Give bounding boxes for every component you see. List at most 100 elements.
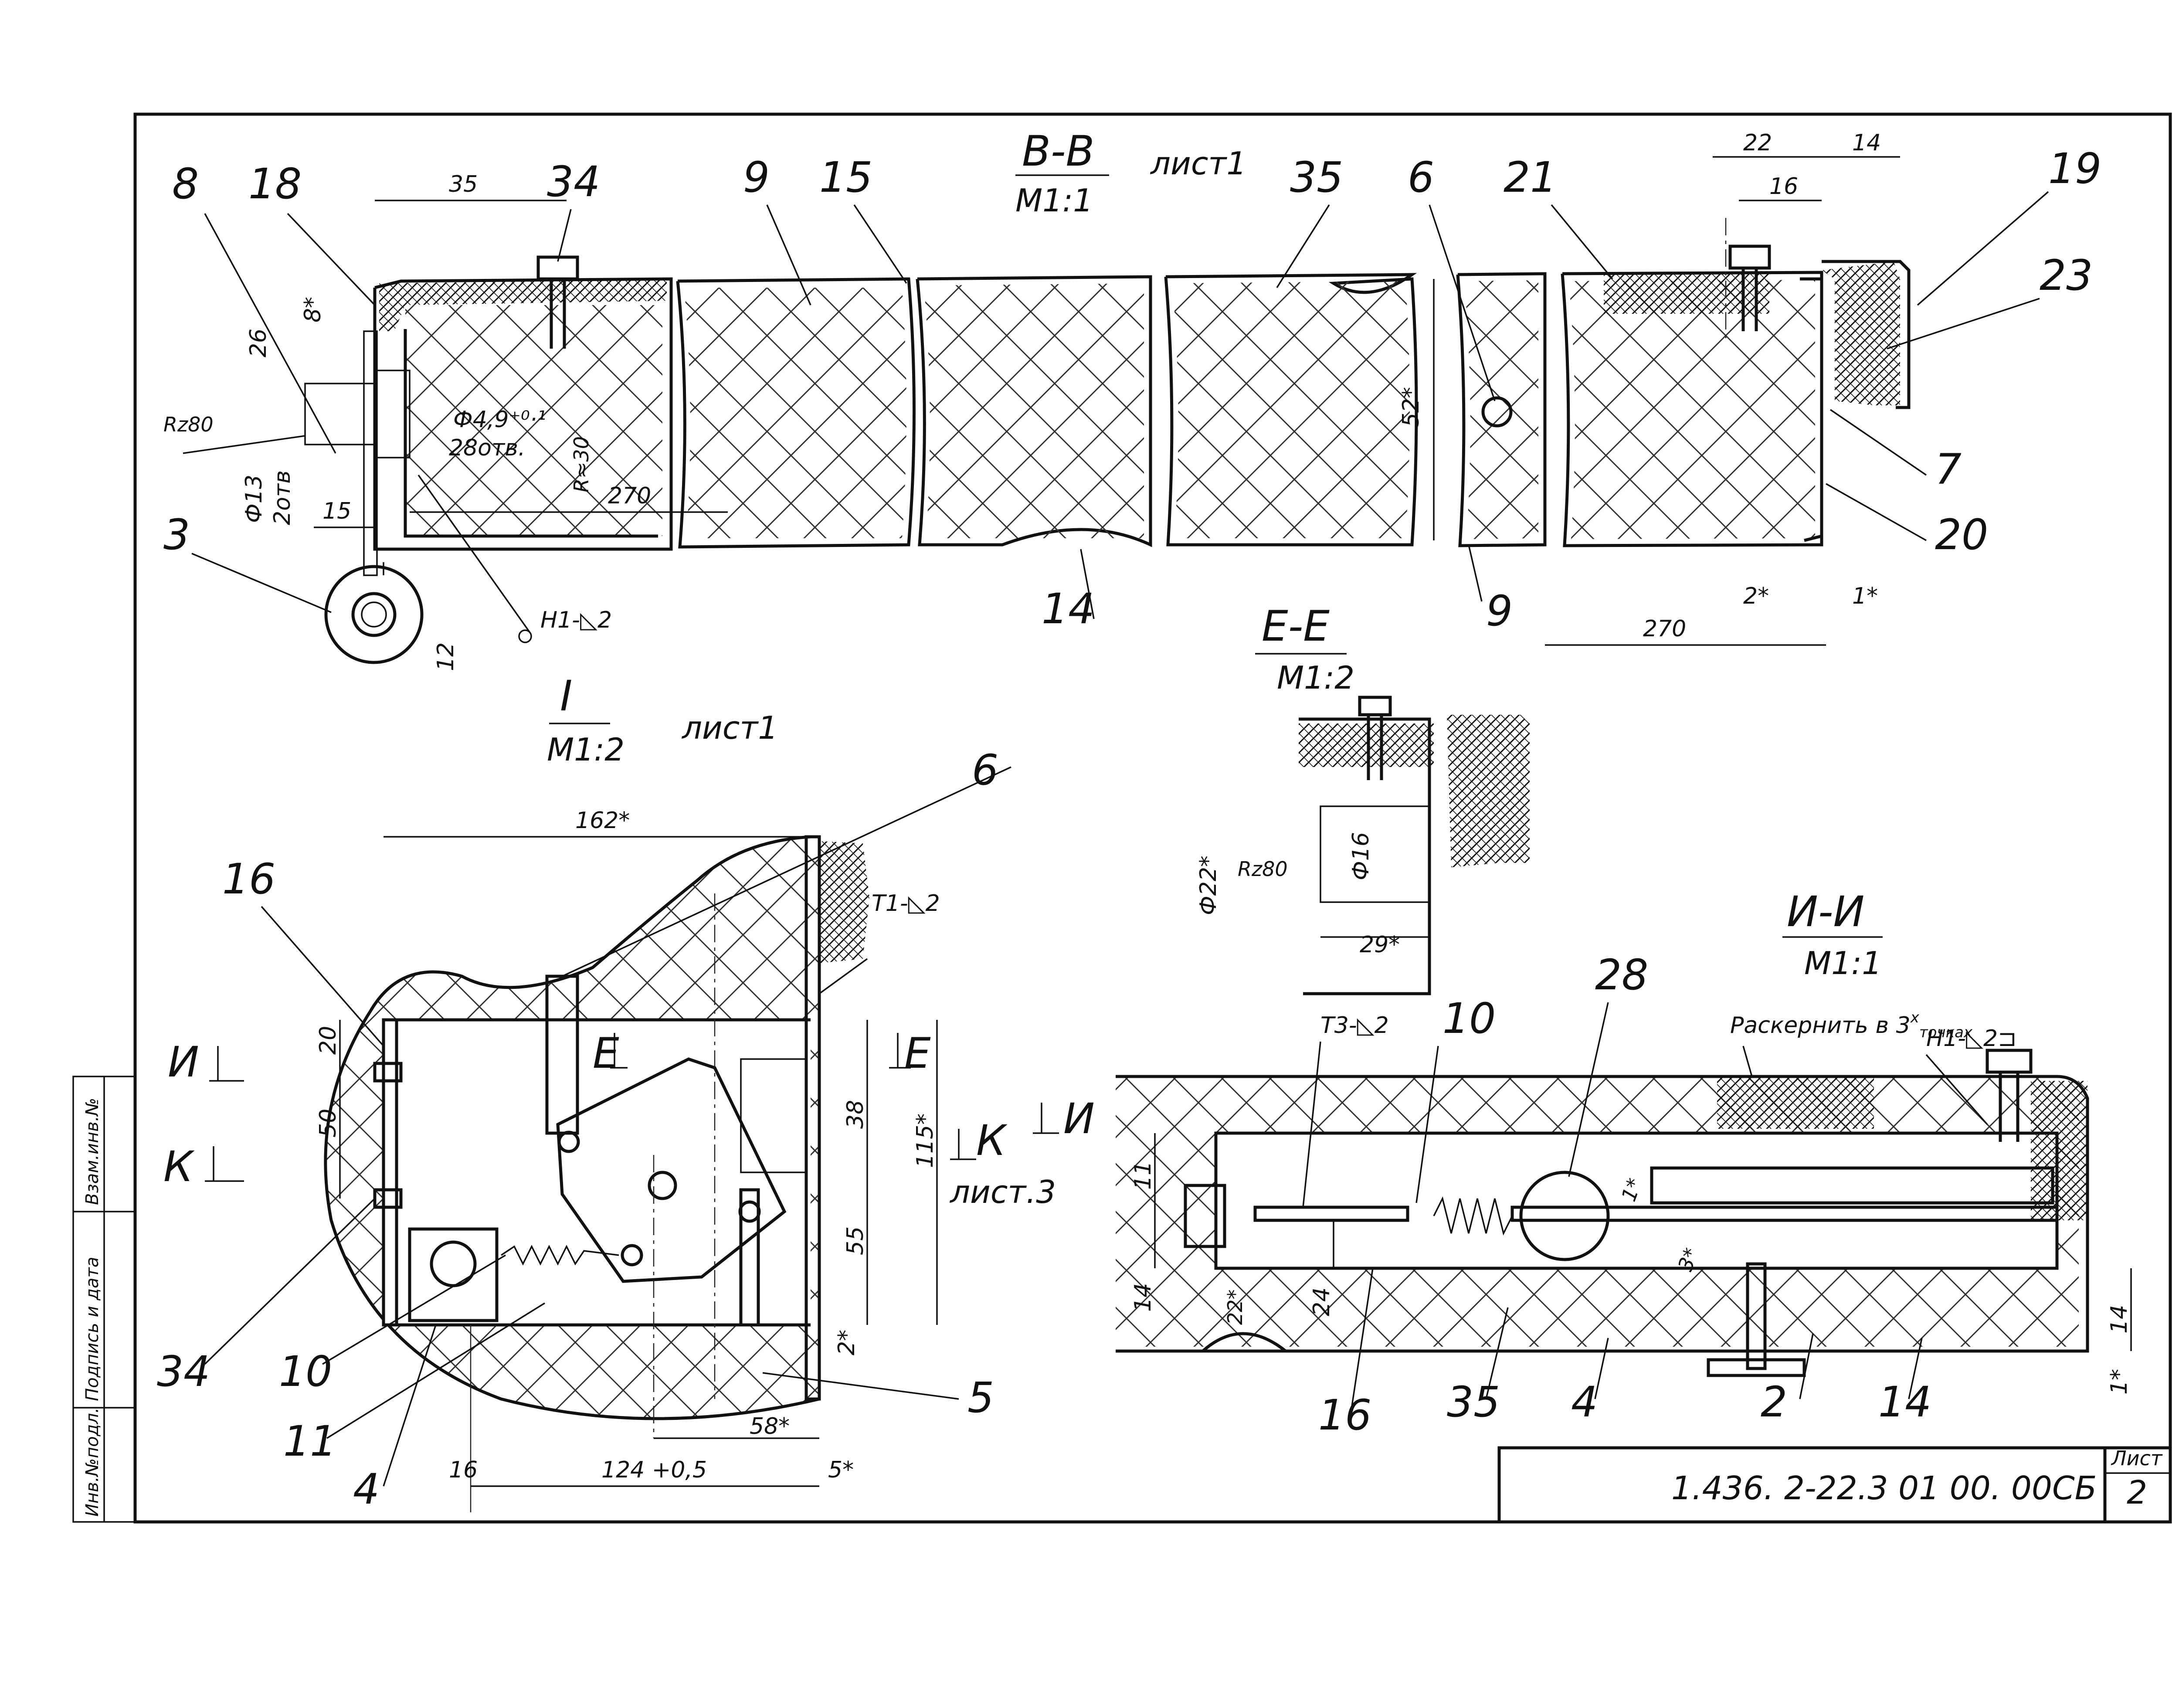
dim-14-top: 14 [1852, 130, 1881, 156]
callout-14-top: 14 [1042, 584, 1095, 633]
callout-16-i: 16 [222, 855, 275, 903]
callout-10-ii: 10 [1442, 994, 1496, 1043]
mark-k-left: К [163, 1142, 195, 1191]
dim-28-holes: 28отв. [449, 435, 525, 461]
view-i-callouts: 6 16 34 10 11 4 5 [157, 746, 1011, 1514]
section-ee-scale: М1:2 [1277, 659, 1354, 696]
section-ii-dimensions: 11 14 22* 24 1* 3* 14 1* Т3-◺2 Н1-◺2⊐ Ра… [1130, 1009, 2132, 1395]
callout-18: 18 [248, 160, 302, 208]
weld-h1-ii: Н1-◺2⊐ [1926, 1025, 2017, 1052]
callout-2-ii: 2 [1761, 1378, 1787, 1426]
section-ii-callouts: 10 28 16 35 4 2 14 [1318, 951, 1931, 1440]
callout-34-top-left: 34 [547, 157, 600, 206]
section-ee-title: Е-Е [1262, 602, 1330, 651]
dim-hole-dia: Ф4,9⁺⁰·¹ [453, 407, 546, 433]
mark-i-right: И [1063, 1094, 1095, 1143]
mark-sheet3: лист.3 [949, 1174, 1056, 1210]
dim-2-star: 2* [1743, 583, 1769, 609]
section-bb: В-В М1:1 лист1 [304, 127, 1911, 664]
stamp-replace-inv: Взам.инв.№ [82, 1098, 102, 1205]
dim-ee-dia22: Ф22* [1195, 856, 1222, 915]
weld-t3: Т3-◺2 [1320, 1012, 1389, 1039]
drawing-frame [133, 112, 2172, 1524]
mark-k-right: К [976, 1116, 1008, 1165]
mark-e-right: Е [904, 1029, 931, 1078]
callout-35: 35 [1290, 153, 1343, 202]
dim-35: 35 [449, 171, 478, 197]
dim-ii-11: 11 [1130, 1161, 1156, 1190]
dim-i-50: 50 [315, 1109, 341, 1138]
mark-e: Е [593, 1029, 619, 1078]
mark-i-left: И [168, 1038, 199, 1087]
callout-4-ii: 4 [1571, 1378, 1598, 1426]
callout-35-ii: 35 [1447, 1378, 1500, 1426]
callout-14-ii: 14 [1878, 1378, 1931, 1426]
view-i-title: I [560, 672, 572, 720]
dim-i-58: 58* [750, 1413, 790, 1440]
dim-2-holes: 2отв [269, 470, 295, 525]
dim-dia13: Ф13 [241, 475, 267, 523]
dim-i-124: 124 +0,5 [601, 1457, 707, 1483]
document-code: 1.436. 2-22.3 01 00. 00СБ [1671, 1470, 2097, 1507]
dim-ii-22: 22* [1223, 1289, 1247, 1325]
side-stamp: Инв.№подл. Подпись и дата Взам.инв.№ [72, 1076, 136, 1523]
dim-1-star: 1* [1852, 583, 1878, 609]
dim-26: 26 [245, 329, 272, 357]
view-i: I М1:2 лист1 [324, 672, 869, 1512]
section-bb-sheet: лист1 [1150, 145, 1246, 182]
callout-21: 21 [1504, 153, 1557, 202]
stamp-signature-date: Подпись и дата [82, 1257, 102, 1401]
dim-i-16: 16 [449, 1457, 478, 1483]
dim-ee-29-star: 29* [1360, 932, 1400, 958]
dim-ee-rz80: Rz80 [1238, 857, 1288, 881]
dim-8-star: 8* [300, 297, 326, 323]
dim-i-38: 38 [842, 1100, 869, 1129]
dim-r30: R≈30 [570, 436, 593, 492]
callout-11-i: 11 [283, 1417, 336, 1466]
callout-19: 19 [2048, 144, 2101, 193]
dim-rz80-top: Rz80 [163, 413, 214, 436]
section-bb-scale: М1:1 [1015, 182, 1093, 219]
stamp-inv-no: Инв.№подл. [82, 1407, 102, 1517]
section-marks: И К Е Е К И лист.3 [163, 1029, 1095, 1210]
dim-270-right: 270 [1643, 616, 1686, 642]
callout-5-i: 5 [967, 1373, 994, 1422]
section-ii: И-И М1:1 [1116, 887, 2089, 1377]
sheet-number: 2 [2127, 1474, 2147, 1511]
callout-3: 3 [163, 510, 190, 559]
callout-15: 15 [819, 153, 872, 202]
callout-28-ii: 28 [1595, 951, 1648, 999]
section-ii-title: И-И [1787, 887, 1864, 936]
dim-16: 16 [1769, 173, 1798, 200]
section-bb-dimensions: 35 26 8* Rz80 Ф4,9⁺⁰·¹ 28отв. R≈30 270 Ф… [163, 130, 1900, 671]
dim-ii-24: 24 [1309, 1287, 1335, 1316]
dim-i-5-star: 5* [828, 1457, 854, 1483]
dim-270-left: 270 [608, 483, 651, 509]
dim-22: 22 [1743, 130, 1772, 156]
dim-ii-14: 14 [1130, 1283, 1156, 1312]
dim-ii-1-star-right: 1* [2106, 1369, 2132, 1395]
callout-8: 8 [172, 160, 199, 208]
callout-9-top: 9 [743, 153, 770, 202]
callout-9-bottom: 9 [1486, 587, 1513, 635]
section-ii-scale: М1:1 [1804, 945, 1882, 981]
callout-16-ii: 16 [1318, 1391, 1371, 1440]
dim-i-115: 115* [912, 1114, 938, 1168]
view-i-dimensions: 162* 20 50 38 115* 55 2* 58* 124 +0,5 16… [315, 808, 940, 1487]
view-i-scale: М1:2 [547, 731, 625, 768]
dim-i-2-star: 2* [834, 1330, 860, 1355]
section-bb-callouts: 8 18 34 9 15 35 6 21 19 23 7 20 3 14 9 [163, 144, 2101, 635]
callout-10-i: 10 [279, 1347, 332, 1396]
callout-23: 23 [2040, 251, 2093, 300]
callout-7: 7 [1935, 445, 1962, 494]
dim-ee-dia16: Ф16 [1348, 832, 1374, 880]
section-bb-title: В-В [1022, 127, 1094, 176]
dim-i-162: 162* [575, 808, 630, 834]
dim-i-55: 55 [842, 1226, 869, 1255]
callout-4-i: 4 [353, 1465, 380, 1514]
dim-15: 15 [322, 498, 351, 524]
callout-34-i: 34 [157, 1347, 210, 1396]
callout-6: 6 [1408, 153, 1434, 202]
title-block: 1.436. 2-22.3 01 00. 00СБ Лист 2 [1497, 1446, 2172, 1524]
